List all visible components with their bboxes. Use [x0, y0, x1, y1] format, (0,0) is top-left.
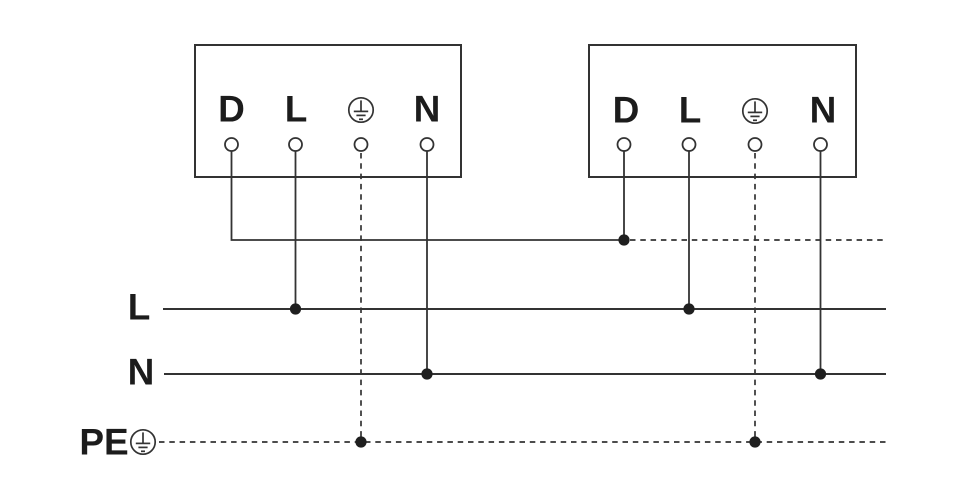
device-2-terminal-l [681, 137, 697, 152]
device-1-terminal-n [419, 137, 435, 152]
protective-earth-icon [347, 96, 375, 124]
device-1-terminal-d [224, 137, 239, 152]
protective-earth-icon [129, 428, 157, 456]
device-1-terminal-l [288, 137, 303, 152]
dashed-wires [159, 153, 886, 443]
device-1-terminal-label-l: L [284, 88, 308, 130]
solid-wires [230, 151, 822, 374]
junction-device1-pe [355, 436, 367, 448]
device-2-terminal-n [813, 137, 828, 152]
device-2-terminal-label-n: N [809, 89, 837, 131]
device-2-outline [588, 44, 857, 178]
device-1-terminal-label-d: D [218, 88, 245, 130]
junction-device1-n [421, 368, 433, 380]
junction-device1-l [289, 303, 302, 315]
device-2-terminal-pe [747, 137, 763, 152]
junction-d-interconnect [618, 234, 630, 246]
device-1-outline [194, 44, 462, 178]
bus-label-pe: PE [79, 421, 129, 463]
bus-label-n: N [127, 351, 155, 393]
junction-device2-l [683, 303, 695, 315]
terminal-circles [224, 137, 828, 152]
protective-earth-icon [741, 97, 769, 125]
junction-device2-n [814, 368, 827, 380]
device-1-terminal-label-n: N [413, 88, 441, 130]
device-2-terminal-d [616, 137, 632, 152]
wire-device1-d-to-device2-d [230, 151, 624, 241]
junction-device2-pe [749, 436, 761, 448]
device-2-terminal-label-l: L [678, 89, 702, 131]
bus-lines [163, 308, 886, 375]
device-2-terminal-label-d: D [612, 89, 640, 131]
junction-dots [289, 234, 827, 448]
device-1-terminal-pe [353, 137, 369, 152]
bus-label-l: L [127, 286, 151, 328]
